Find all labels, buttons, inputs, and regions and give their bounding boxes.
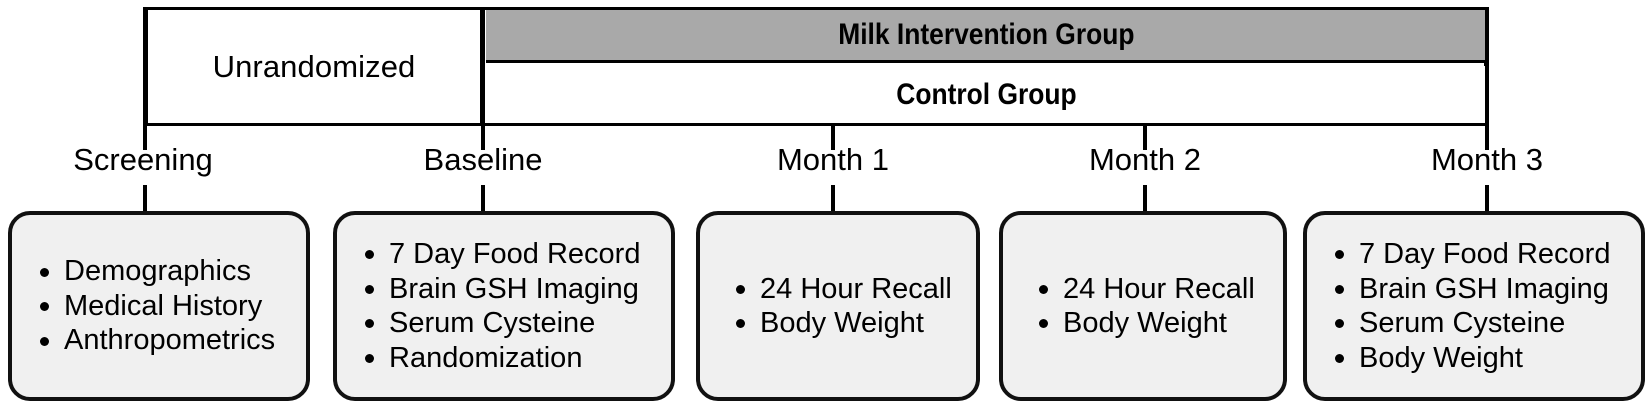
visit-box-screening: Demographics Medical History Anthropomet…: [8, 211, 310, 401]
timepoint-label-month2: Month 2: [1088, 142, 1201, 177]
list-item: 7 Day Food Record: [363, 237, 671, 272]
list-item: Anthropometrics: [38, 323, 306, 358]
group-assignment-header: Unrandomized Milk Intervention Group Con…: [145, 7, 1487, 126]
visit-box-month3: 7 Day Food Record Brain GSH Imaging Seru…: [1303, 211, 1645, 401]
unrandomized-label: Unrandomized: [212, 48, 416, 84]
assessment-list-screening: Demographics Medical History Anthropomet…: [12, 254, 306, 358]
visit-box-month1: 24 Hour Recall Body Weight: [696, 211, 980, 401]
assessment-list-month2: 24 Hour Recall Body Weight: [1003, 272, 1283, 341]
list-item: Body Weight: [1333, 341, 1641, 376]
tick-month1-stem-top: [831, 126, 835, 150]
connector-month1: [831, 185, 835, 213]
list-item: Demographics: [38, 254, 306, 289]
tick-screening-upper: [143, 7, 147, 126]
assessment-list-month1: 24 Hour Recall Body Weight: [700, 272, 976, 341]
tick-screening-stem-top: [143, 126, 147, 150]
list-item: 24 Hour Recall: [1037, 272, 1283, 307]
list-item: Serum Cysteine: [363, 306, 671, 341]
milk-intervention-group-label: Milk Intervention Group: [838, 18, 1135, 51]
tick-baseline-stem-top: [481, 126, 485, 150]
visit-box-month2: 24 Hour Recall Body Weight: [999, 211, 1287, 401]
connector-month2: [1143, 185, 1147, 213]
assessment-list-baseline: 7 Day Food Record Brain GSH Imaging Seru…: [337, 237, 671, 375]
tick-baseline-upper: [481, 7, 485, 126]
timepoint-label-month1: Month 1: [776, 142, 889, 177]
list-item: Body Weight: [734, 306, 976, 341]
list-item: Body Weight: [1037, 306, 1283, 341]
unrandomized-phase-cell: Unrandomized: [148, 10, 483, 123]
list-item: 7 Day Food Record: [1333, 237, 1641, 272]
tick-month2-stem-top: [1143, 126, 1147, 150]
visit-box-baseline: 7 Day Food Record Brain GSH Imaging Seru…: [333, 211, 675, 401]
list-item: 24 Hour Recall: [734, 272, 976, 307]
list-item: Randomization: [363, 341, 671, 376]
control-group-band: Control Group: [486, 66, 1487, 123]
list-item: Brain GSH Imaging: [363, 272, 671, 307]
timepoint-label-screening: Screening: [73, 142, 213, 177]
milk-intervention-group-band: Milk Intervention Group: [486, 10, 1487, 63]
tick-month3-stem-top: [1485, 126, 1489, 150]
connector-month3: [1485, 185, 1489, 213]
list-item: Medical History: [38, 289, 306, 324]
control-group-label: Control Group: [896, 77, 1077, 111]
list-item: Serum Cysteine: [1333, 306, 1641, 341]
tick-month3-upper: [1485, 7, 1489, 126]
connector-screening: [143, 185, 147, 213]
timepoint-label-month3: Month 3: [1430, 142, 1543, 177]
list-item: Brain GSH Imaging: [1333, 272, 1641, 307]
assessment-list-month3: 7 Day Food Record Brain GSH Imaging Seru…: [1307, 237, 1641, 375]
connector-baseline: [481, 185, 485, 213]
timepoint-label-baseline: Baseline: [423, 142, 543, 177]
